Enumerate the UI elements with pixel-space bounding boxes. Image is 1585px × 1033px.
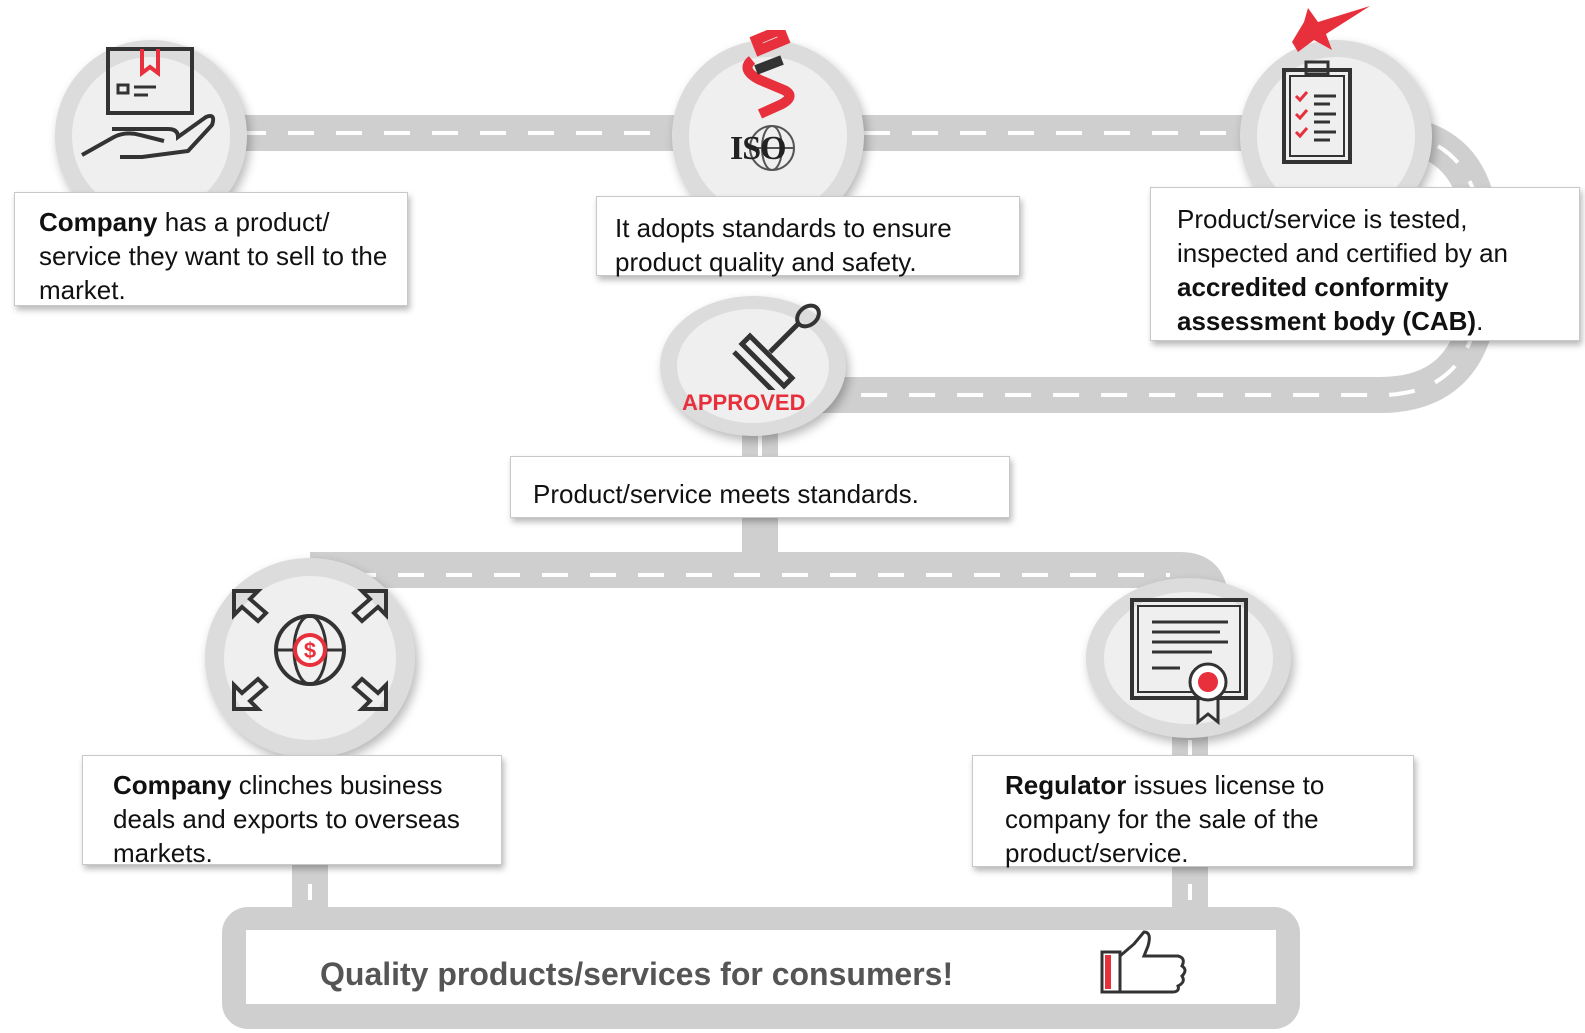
step-6-box: Company clinches business deals and expo… (82, 755, 502, 868)
conclusion-text: Quality products/services for consumers! (320, 956, 954, 992)
approved-stamp-icon (732, 303, 821, 390)
step-6-bold: Company (113, 770, 232, 800)
step-2-text: It adopts standards to ensure product qu… (615, 213, 952, 277)
approved-stamp-label: APPROVED (682, 390, 806, 415)
step-1-bold: Company (39, 207, 158, 237)
step-6-text: clinches business deals and exports to o… (113, 770, 460, 868)
step-5-box: Regulator issues license to company for … (972, 755, 1414, 868)
global-trade-icon: $ (232, 589, 388, 711)
iso-standards-icon (742, 30, 795, 171)
step-1-text: has a product/ service they want to sell… (39, 207, 388, 305)
step-3-bold: accredited conformity assessment body (C… (1177, 272, 1477, 336)
step-5-text: issues license to company for the sale o… (1005, 770, 1325, 868)
step-4-box: Product/service meets standards. (510, 456, 1010, 518)
step-5-bold: Regulator (1005, 770, 1127, 800)
product-hand-icon (81, 47, 216, 159)
iso-label: ISO (730, 130, 787, 167)
step-4-circle (660, 296, 846, 436)
certificate-icon (1130, 598, 1248, 726)
step-4-text: Product/service meets standards. (533, 479, 919, 509)
svg-text:$: $ (304, 638, 316, 663)
step-3-prefix: Product/service is tested, inspected and… (1177, 204, 1508, 268)
step-1-box: Company has a product/ service they want… (14, 192, 408, 306)
clipboard-checklist-icon (1282, 6, 1370, 164)
thumbs-up-icon (1100, 930, 1187, 994)
step-2-box: It adopts standards to ensure product qu… (596, 196, 1020, 277)
step-3-box: Product/service is tested, inspected and… (1150, 187, 1580, 341)
step-3-suffix: . (1476, 306, 1484, 336)
